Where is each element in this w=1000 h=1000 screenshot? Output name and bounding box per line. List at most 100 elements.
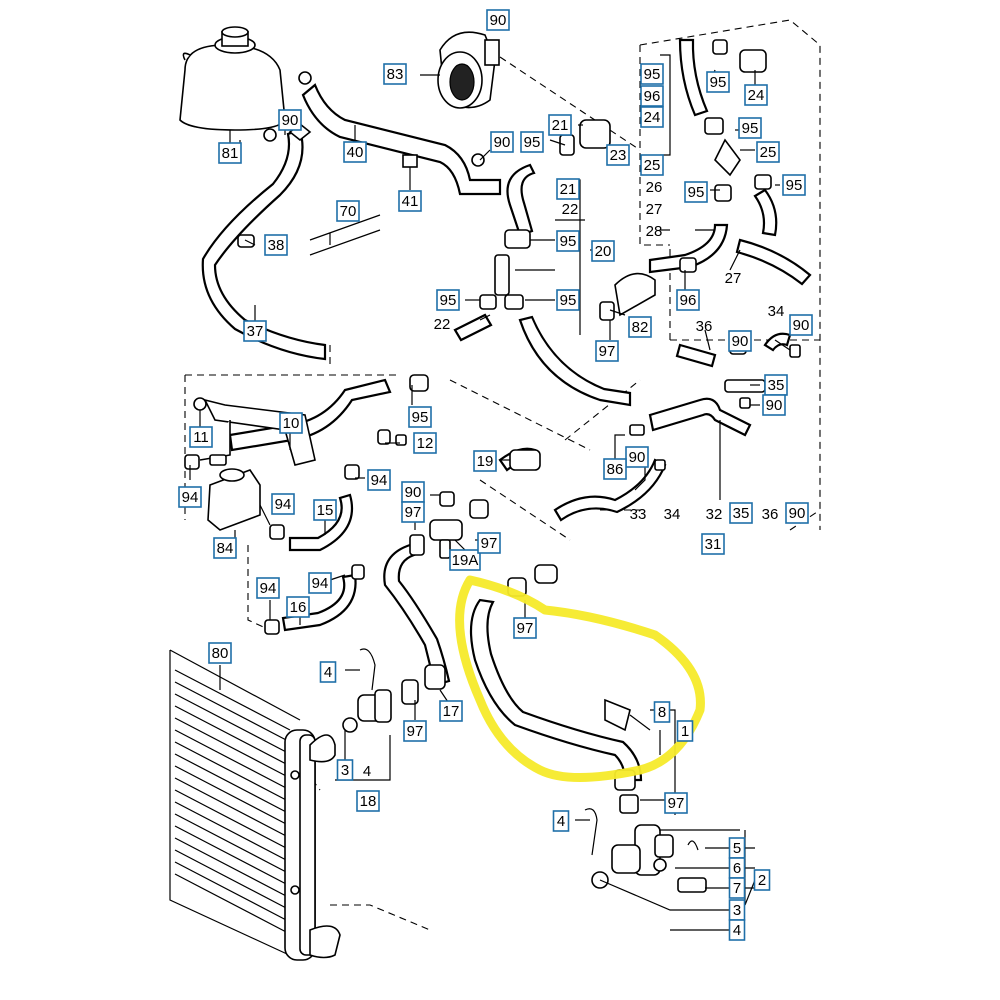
callout-number: 97 (668, 795, 685, 812)
callout-box (556, 230, 580, 252)
callout-number: 95 (710, 74, 727, 91)
callout-4-b: 4 (552, 810, 570, 832)
callout-18: 18 (356, 790, 380, 812)
callout-number: 96 (644, 88, 661, 105)
callout-number: 81 (222, 145, 239, 162)
callout-8: 8 (653, 701, 671, 723)
callout-box (356, 790, 380, 812)
callout-number: 25 (644, 157, 661, 174)
callout-number: 94 (182, 489, 199, 506)
callout-number: 8 (658, 704, 666, 721)
part-number-34-b: 34 (664, 506, 681, 523)
callout-box (439, 700, 463, 722)
callout-box (676, 289, 700, 311)
callout-box (243, 320, 267, 342)
callout-90-a: 90 (486, 9, 510, 31)
callout-90-g: 90 (625, 446, 649, 468)
callout-box (548, 114, 572, 136)
callout-box (218, 142, 242, 164)
callout-box (640, 154, 664, 176)
callout-number: 10 (283, 415, 300, 432)
callout-box (706, 71, 730, 93)
callout-41: 41 (398, 190, 422, 212)
callout-box (256, 577, 280, 599)
callout-box (762, 394, 786, 416)
part-number-28: 28 (646, 223, 663, 240)
callout-box (653, 701, 671, 723)
part-number-33: 33 (630, 506, 647, 523)
callout-97-f: 97 (664, 792, 688, 814)
callout-4-a: 4 (319, 661, 337, 683)
callout-box (684, 181, 708, 203)
callout-box (178, 486, 202, 508)
callout-95-i: 95 (556, 289, 580, 311)
callout-number: 35 (733, 505, 750, 522)
callout-number: 80 (212, 645, 229, 662)
callout-number: 24 (748, 87, 765, 104)
callout-94-d: 94 (308, 572, 332, 594)
callout-number: 1 (681, 723, 689, 740)
callout-90-i: 90 (785, 502, 809, 524)
part-number-34-a: 34 (768, 303, 785, 320)
callout-12: 12 (413, 432, 437, 454)
callout-90-h: 90 (401, 481, 425, 503)
callout-number: 90 (629, 449, 646, 466)
callout-box (449, 549, 481, 571)
callout-94-c: 94 (178, 486, 202, 508)
callout-25-a: 25 (640, 154, 664, 176)
callout-number: 97 (405, 504, 422, 521)
callout-box (728, 919, 746, 941)
callout-97-d: 97 (513, 617, 537, 639)
callout-21: 21 (548, 114, 572, 136)
callout-90-d: 90 (728, 330, 752, 352)
callout-box (319, 661, 337, 683)
callout-box (785, 502, 809, 524)
callout-97-b: 97 (401, 501, 425, 523)
callout-16: 16 (286, 596, 310, 618)
callout-number: 90 (282, 112, 299, 129)
callout-number: 95 (644, 66, 661, 83)
hoses (201, 38, 812, 782)
callout-6: 6 (728, 857, 746, 879)
callout-box (308, 572, 332, 594)
callout-81: 81 (218, 142, 242, 164)
callout-number: 31 (705, 536, 722, 553)
callout-95-j: 95 (408, 406, 432, 428)
callout-94-e: 94 (256, 577, 280, 599)
callout-number: 4 (557, 813, 565, 830)
callout-number: 23 (610, 147, 627, 164)
callout-97-a: 97 (595, 340, 619, 362)
callout-number: 97 (407, 723, 424, 740)
callout-box (756, 141, 780, 163)
part-number-4: 4 (363, 763, 371, 780)
callout-box (336, 759, 354, 781)
callout-box (595, 340, 619, 362)
callout-95-g: 95 (556, 230, 580, 252)
callout-number: 3 (341, 762, 349, 779)
callout-number: 95 (412, 409, 429, 426)
callout-box (640, 85, 664, 107)
callout-96-a: 96 (640, 85, 664, 107)
callout-number: 37 (247, 323, 264, 340)
callout-box (403, 720, 427, 742)
callout-box (591, 240, 615, 262)
callout-11: 11 (189, 426, 213, 448)
callout-97-e: 97 (403, 720, 427, 742)
part-number-26: 26 (646, 179, 663, 196)
callout-95-b: 95 (640, 63, 664, 85)
callout-number: 90 (766, 397, 783, 414)
callout-number: 15 (317, 502, 334, 519)
callout-box (520, 131, 544, 153)
callout-box (473, 450, 497, 472)
callout-number: 86 (607, 461, 624, 478)
callout-96-b: 96 (676, 289, 700, 311)
expansion-tank (179, 26, 286, 145)
part-number-36-a: 36 (696, 318, 713, 335)
callout-4-c: 4 (728, 919, 746, 941)
callout-box (753, 869, 771, 891)
callout-box (401, 501, 425, 523)
callout-number: 95 (742, 120, 759, 137)
callout-24-b: 24 (744, 84, 768, 106)
